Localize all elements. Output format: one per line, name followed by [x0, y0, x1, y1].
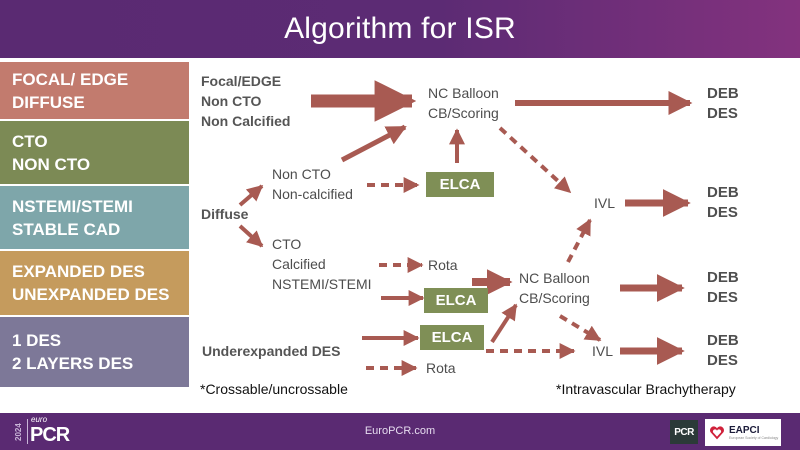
node-cto: CTO Calcified NSTEMI/STEMI: [272, 234, 372, 294]
logo-separator: [27, 419, 28, 444]
arrow-ncmid-to-ivl: [566, 218, 592, 263]
node-line: Focal/EDGE: [201, 73, 282, 89]
arrow-diffuse-to-noncto: [238, 184, 264, 207]
note-crossable: *Crossable/uncrossable: [200, 381, 348, 397]
arrow-diffuse-to-cto: [238, 224, 264, 248]
node-line: CB/Scoring: [519, 290, 590, 306]
category-line: CTO: [12, 131, 48, 151]
category-cto: CTO NON CTO: [0, 121, 189, 184]
arrow-noncto-to-nc: [340, 124, 407, 163]
pcr-logo: PCR: [670, 420, 698, 444]
category-des-layers: 1 DES 2 LAYERS DES: [0, 317, 189, 387]
eapci-logo: EAPCI European Society of Cardiology: [705, 419, 781, 446]
logo-euro: euro: [31, 415, 48, 424]
category-line: EXPANDED DES: [12, 262, 145, 281]
node-line: Non Calcified: [201, 113, 291, 129]
note-brachytherapy: *Intravascular Brachytherapy: [556, 381, 736, 397]
category-line: UNEXPANDED DES: [12, 285, 170, 304]
node-line: CTO: [272, 236, 302, 252]
node-rota-lower: Rota: [426, 360, 456, 376]
node-line: Non CTO: [201, 93, 262, 109]
footer-bar: 2024 euro PCR EuroPCR.com PCR EAPCI Euro…: [0, 413, 800, 450]
node-nc-balloon-top: NC Balloon CB/Scoring: [428, 83, 499, 123]
category-line: NSTEMI/STEMI: [12, 196, 133, 216]
node-outcome-3: DEB DES: [707, 268, 739, 308]
node-line: NC Balloon: [519, 270, 590, 286]
node-outcome-4: DEB DES: [707, 331, 739, 371]
category-line: NON CTO: [12, 154, 91, 174]
eapci-name: EAPCI: [729, 424, 760, 436]
page-title: Algorithm for ISR: [284, 12, 516, 45]
node-outcome-1: DEB DES: [707, 84, 739, 124]
elca-box-lower: ELCA: [420, 325, 484, 350]
outcome-deb: DEB: [707, 332, 739, 349]
category-line: STABLE CAD: [12, 219, 121, 239]
category-line: DIFFUSE: [12, 92, 85, 112]
node-non-cto: Non CTO Non-calcified: [272, 164, 353, 204]
node-ivl-upper: IVL: [594, 195, 616, 211]
eapci-subtitle: European Society of Cardiology: [729, 435, 779, 440]
outcome-deb: DEB: [707, 269, 739, 286]
node-line: Non-calcified: [272, 186, 353, 202]
header-bar: Algorithm for ISR: [0, 0, 800, 58]
category-expanded-des: EXPANDED DES UNEXPANDED DES: [0, 251, 189, 315]
category-line: 1 DES: [12, 331, 62, 350]
footer-url[interactable]: EuroPCR.com: [364, 425, 436, 437]
outcome-des: DES: [707, 289, 738, 306]
category-line: 2 LAYERS DES: [12, 354, 134, 373]
elca-box-mid: ELCA: [424, 288, 488, 313]
node-outcome-2: DEB DES: [707, 183, 739, 223]
outcome-deb: DEB: [707, 184, 739, 201]
arrow-nc-to-ivl: [498, 126, 572, 194]
outcome-des: DES: [707, 204, 738, 221]
node-line: Non CTO: [272, 166, 331, 182]
outcome-des: DES: [707, 105, 738, 122]
node-nc-balloon-mid: NC Balloon CB/Scoring: [519, 268, 590, 308]
category-line: FOCAL/ EDGE: [12, 69, 129, 89]
outcome-deb: DEB: [707, 85, 739, 102]
node-ivl-lower: IVL: [592, 343, 614, 359]
arrow-ncmid-to-ivl-lower: [558, 314, 602, 342]
category-stemi: NSTEMI/STEMI STABLE CAD: [0, 186, 189, 249]
node-rota-upper: Rota: [428, 257, 458, 273]
europcr-logo: PCR: [30, 424, 70, 446]
node-line: NSTEMI/STEMI: [272, 276, 372, 292]
node-line: CB/Scoring: [428, 105, 499, 121]
heart-icon: [710, 425, 724, 439]
elca-box-top: ELCA: [426, 172, 494, 197]
node-diffuse: Diffuse: [201, 206, 249, 222]
node-line: NC Balloon: [428, 85, 499, 101]
outcome-des: DES: [707, 352, 738, 369]
category-focal-edge: FOCAL/ EDGE DIFFUSE: [0, 62, 189, 119]
arrow-elca-lower-to-ncmid: [490, 303, 518, 344]
node-focal-edge: Focal/EDGE Non CTO Non Calcified: [201, 71, 290, 131]
node-underexpanded-des: Underexpanded DES: [202, 343, 341, 359]
node-line: Calcified: [272, 256, 326, 272]
